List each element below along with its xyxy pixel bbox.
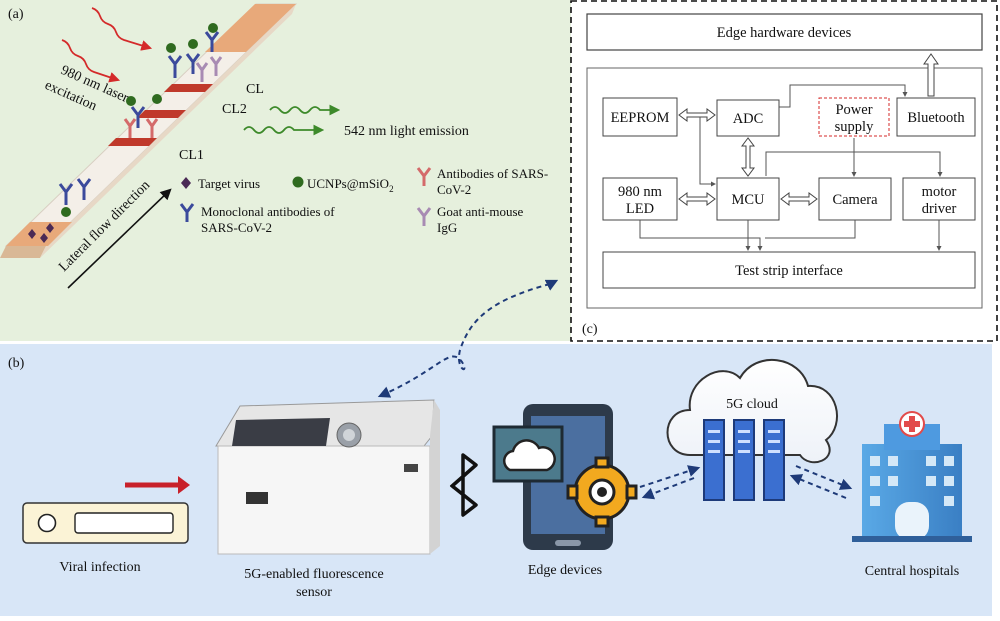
legend: Target virus UCNPs@mSiO2 Antibodies of S…	[179, 166, 548, 235]
strip-interface-box	[602, 251, 976, 289]
legend-goat-icon	[416, 207, 432, 226]
mcu-box	[716, 177, 780, 221]
camera-label: Camera	[832, 192, 878, 208]
legend-target-virus: Target virus	[198, 176, 260, 191]
edge-hw-label: Edge hardware devices	[717, 25, 852, 41]
power-label-l2: supply	[835, 119, 874, 135]
control-line-cl2	[137, 110, 186, 118]
bluetooth-box	[896, 97, 976, 137]
edge-hw-box	[586, 13, 983, 51]
legend-mono-l2: SARS-CoV-2	[201, 220, 272, 235]
viral-strip-icon	[22, 502, 189, 544]
cl-label: CL	[246, 82, 264, 97]
emission-arrows	[243, 104, 341, 136]
emission-label: 542 nm light emission	[344, 124, 469, 139]
camera-box	[818, 177, 892, 221]
panel-a-label: (a)	[8, 7, 24, 22]
panel-c-frame	[570, 0, 998, 342]
hospital-icon	[852, 411, 972, 542]
led-label-l2: LED	[626, 201, 654, 217]
antibody-cluster-cl1	[123, 94, 162, 138]
adc-box	[716, 99, 780, 137]
led-box	[602, 177, 678, 221]
power-label-l1: Power	[835, 102, 872, 118]
control-line-cl1	[108, 138, 157, 146]
legend-ucnps: UCNPs@mSiO2	[307, 176, 394, 194]
legend-antibody-red-icon	[416, 167, 432, 186]
dashed-link-sensor-to-c	[377, 279, 559, 398]
target-virus-markers	[28, 223, 54, 243]
sensor-device	[215, 399, 440, 555]
cl1-label: CL1	[179, 148, 204, 163]
legend-goat-l2: IgG	[437, 220, 457, 235]
eeprom-box	[602, 97, 678, 137]
adc-label: ADC	[733, 111, 764, 127]
cl2-label: CL2	[222, 102, 247, 117]
motor-label-l1: motor	[922, 184, 957, 200]
mcu-label: MCU	[731, 192, 765, 208]
legend-antibodies-l1: Antibodies of SARS-	[437, 166, 548, 181]
legend-virus-icon	[181, 177, 191, 189]
lateral-flow-arrow	[67, 188, 172, 289]
absorbent-pad	[205, 4, 296, 52]
eeprom-label: EEPROM	[611, 110, 670, 126]
legend-mono-l1: Monoclonal antibodies of	[201, 204, 335, 219]
antibody-cluster-cl	[166, 23, 223, 82]
cloud-label: 5G cloud	[726, 397, 778, 412]
sample-pad	[6, 222, 72, 246]
motor-label-l2: driver	[922, 201, 957, 217]
bluetooth-label: Bluetooth	[907, 110, 965, 126]
led-label-l1: 980 nm	[618, 184, 663, 200]
antibody-cluster-pad	[58, 178, 92, 217]
sensor-label-l1: 5G-enabled fluorescence	[244, 567, 384, 582]
panel-c-label: (c)	[582, 322, 598, 337]
strip-interface-label: Test strip interface	[735, 263, 843, 279]
power-box	[818, 97, 890, 137]
legend-mono-blue-icon	[179, 203, 195, 222]
bluetooth-icon	[449, 453, 478, 517]
legend-goat-l1: Goat anti-mouse	[437, 204, 524, 219]
signal-lines	[639, 84, 943, 251]
dashed-link-cloud-hospital	[789, 465, 853, 499]
legend-ucnp-icon	[292, 176, 304, 188]
laser-arrows	[61, 7, 153, 83]
dashed-link-edge-cloud	[639, 465, 701, 500]
edge-device-icon	[492, 404, 638, 550]
viral-arrow-head	[178, 476, 190, 494]
edge-label: Edge devices	[528, 563, 602, 578]
panel-b-label: (b)	[8, 356, 25, 371]
inner-board	[586, 67, 983, 309]
sensor-label-l2: sensor	[296, 585, 332, 600]
viral-label: Viral infection	[59, 560, 140, 575]
block-connections	[678, 108, 818, 206]
server-racks	[703, 419, 785, 501]
control-line-cl	[164, 84, 213, 92]
bluetooth-link	[923, 53, 939, 97]
hospitals-label: Central hospitals	[865, 564, 960, 579]
legend-antibodies-l2: CoV-2	[437, 182, 471, 197]
